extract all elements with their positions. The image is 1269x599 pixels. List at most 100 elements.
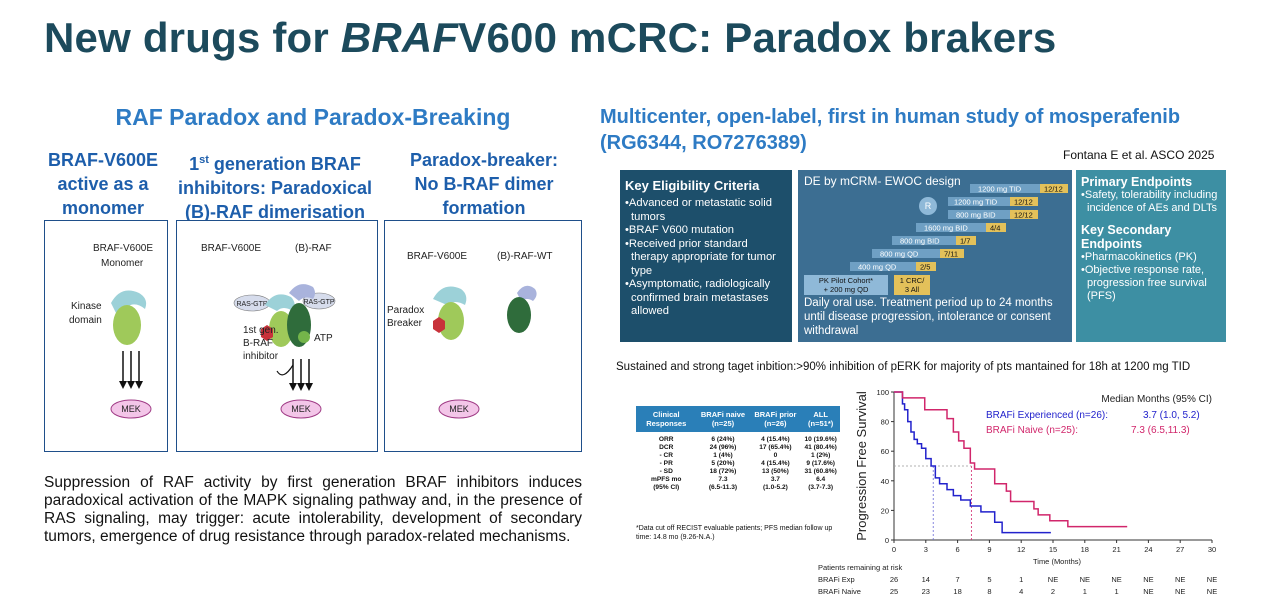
- y-tick-label: 60: [881, 447, 889, 456]
- svg-text:1st gen.: 1st gen.: [243, 325, 279, 336]
- at-risk-value: 25: [890, 587, 898, 596]
- svg-text:400 mg QD: 400 mg QD: [858, 263, 897, 272]
- at-risk-row-label: BRAFi Exp: [818, 575, 855, 584]
- svg-text:4/4: 4/4: [990, 224, 1000, 233]
- svg-text:BRAF-V600E: BRAF-V600E: [407, 251, 467, 262]
- paradox-heading: RAF Paradox and Paradox-Breaking: [115, 104, 511, 130]
- y-tick-label: 80: [881, 418, 889, 427]
- clinical-responses-table: Clinical Responses BRAFi naive (n=25) BR…: [636, 406, 840, 492]
- series-braf-naive: [894, 391, 1128, 528]
- study-heading: Multicenter, open-label, first in human …: [600, 106, 1181, 154]
- svg-text:RAS-GTP: RAS-GTP: [303, 299, 334, 306]
- at-risk-value: NE: [1175, 587, 1185, 596]
- table-header: ALL (n=51*): [801, 406, 840, 432]
- svg-text:+ 200 mg QD: + 200 mg QD: [824, 285, 869, 294]
- svg-text:MEK: MEK: [449, 404, 469, 414]
- label-mek: MEK: [121, 404, 141, 414]
- column-heading-first-gen: 1st generation BRAF inhibitors: Paradoxi…: [177, 154, 373, 222]
- at-risk-value: NE: [1111, 575, 1121, 584]
- x-tick-label: 21: [1112, 545, 1120, 554]
- at-risk-value: NE: [1048, 575, 1058, 584]
- legend-median: 7.3 (6.5,11.3): [1131, 425, 1190, 436]
- paradox-description: Suppression of RAF activity by first gen…: [44, 474, 582, 545]
- table-header: BRAFi naive (n=25): [696, 406, 750, 432]
- x-tick-label: 30: [1208, 545, 1216, 554]
- at-risk-value: 14: [922, 575, 930, 584]
- x-tick-label: 9: [987, 545, 991, 554]
- protein-green-shape: [113, 305, 141, 345]
- svg-text:PK Pilot Cohort*: PK Pilot Cohort*: [819, 276, 873, 285]
- legend-title: Median Months (95% CI): [1101, 394, 1212, 405]
- design-title: DE by mCRM- EWOC design: [804, 174, 961, 188]
- svg-text:800 mg BID: 800 mg BID: [956, 211, 996, 220]
- x-tick-label: 6: [956, 545, 960, 554]
- title-italic: BRAF: [340, 14, 459, 61]
- x-tick-label: 12: [1017, 545, 1025, 554]
- secondary-endpoint-item: •Objective response rate, progression fr…: [1081, 264, 1207, 302]
- at-risk-value: 5: [987, 575, 991, 584]
- paradox-breaker-diagram: BRAF-V600E (B)-RAF-WT Paradox Breaker ME…: [387, 251, 553, 419]
- eligibility-box: Key Eligibility Criteria •Advanced or me…: [620, 170, 792, 342]
- eligibility-title: Key Eligibility Criteria: [625, 178, 760, 193]
- panel-monomer: BRAF-V600E Monomer Kinase domain MEK: [44, 220, 168, 452]
- perk-inhibition-statement: Sustained and strong taget inbition:>90%…: [616, 361, 1191, 373]
- at-risk-value: 7: [956, 575, 960, 584]
- x-tick-label: 0: [892, 545, 896, 554]
- at-risk-value: 1: [1115, 587, 1119, 596]
- at-risk-value: 18: [953, 587, 961, 596]
- at-risk-value: 2: [1051, 587, 1055, 596]
- paradox-breaker-hexagon: [433, 317, 445, 333]
- svg-text:MEK: MEK: [291, 404, 311, 414]
- monomer-diagram: BRAF-V600E Monomer Kinase domain MEK: [69, 243, 153, 419]
- inhibitor-hexagon: [261, 325, 273, 341]
- svg-text:R: R: [925, 201, 932, 211]
- label-domain: domain: [69, 315, 102, 326]
- x-tick-label: 27: [1176, 545, 1184, 554]
- pk-pilot-cohort: [804, 275, 888, 295]
- citation: Fontana E et al. ASCO 2025: [1063, 148, 1215, 162]
- label-braf-v600e: BRAF-V600E: [201, 243, 261, 254]
- y-tick-label: 40: [881, 477, 889, 486]
- svg-text:3 All: 3 All: [905, 285, 920, 294]
- mek-oval: [438, 399, 480, 419]
- svg-text:800 mg QD: 800 mg QD: [880, 250, 919, 259]
- svg-text:B-RAF: B-RAF: [243, 338, 273, 349]
- legend-median: 3.7 (1.0, 5.2): [1143, 410, 1200, 421]
- at-risk-value: 26: [890, 575, 898, 584]
- at-risk-value: NE: [1143, 575, 1153, 584]
- at-risk-value: 4: [1019, 587, 1023, 596]
- randomization-circle: [919, 197, 937, 215]
- at-risk-value: NE: [1143, 587, 1153, 596]
- protein-green-left: [269, 311, 293, 347]
- svg-text:1600 mg BID: 1600 mg BID: [924, 224, 968, 233]
- at-risk-value: NE: [1080, 575, 1090, 584]
- protein-cyan-left: [265, 294, 295, 311]
- legend-entry: BRAFi Experienced (n=26):: [986, 410, 1108, 421]
- panel-first-gen: BRAF-V600E (B)-RAF RAS-GTP RAS-GTP 1st g…: [176, 220, 378, 452]
- svg-text:1 CRC/: 1 CRC/: [900, 276, 926, 285]
- mek-oval: [280, 399, 322, 419]
- panel-paradox-breaker: BRAF-V600E (B)-RAF-WT Paradox Breaker ME…: [384, 220, 582, 452]
- svg-text:7/11: 7/11: [944, 250, 958, 259]
- at-risk-value: 1: [1083, 587, 1087, 596]
- slide-title: New drugs for BRAFV600 mCRC: Paradox bra…: [44, 14, 1057, 61]
- series-braf-experienced: [894, 391, 1051, 534]
- label-braf-v600e: BRAF-V600E: [93, 243, 153, 254]
- atp-circle: [298, 331, 310, 343]
- at-risk-value: 8: [987, 587, 991, 596]
- at-risk-row-label: BRAFi Naive: [818, 587, 861, 596]
- y-tick-label: 100: [876, 388, 889, 397]
- mek-oval: [110, 399, 152, 419]
- crc-cohort: [894, 275, 930, 295]
